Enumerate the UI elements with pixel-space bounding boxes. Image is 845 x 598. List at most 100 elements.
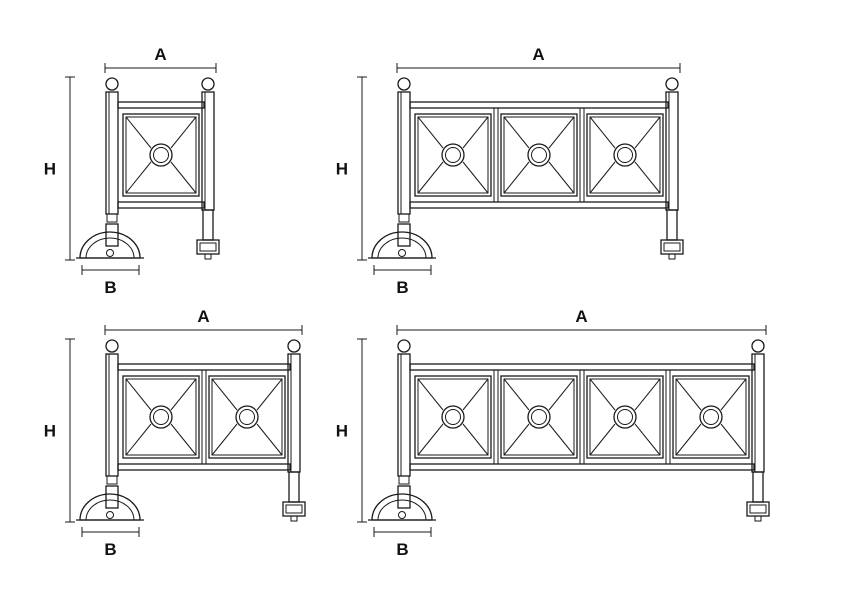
post-ball-finial — [287, 339, 301, 353]
post-shaft — [201, 91, 215, 211]
bottom-rail — [409, 463, 755, 471]
panel-ring-outer — [527, 143, 551, 167]
panel-diagonal — [589, 116, 616, 149]
panel-frame — [586, 113, 664, 197]
panel-diagonal — [170, 161, 197, 194]
panel-diagonal — [634, 423, 661, 456]
base-inner — [85, 499, 135, 521]
base-bolt — [106, 511, 114, 519]
top-rail — [117, 101, 205, 109]
panel-diagonal — [548, 378, 575, 411]
post-lower — [105, 485, 119, 509]
dimension-label-a: A — [154, 45, 166, 64]
panel-ring-inner — [445, 147, 461, 163]
panel-diagonal — [211, 423, 238, 456]
post-lower — [397, 485, 411, 509]
panel-ring-outer — [441, 405, 465, 429]
panel-frame — [500, 113, 578, 197]
socket-pin — [290, 515, 298, 522]
panel-inner-frame — [589, 116, 661, 194]
socket-pin — [204, 253, 212, 260]
panel-ring-inner — [445, 409, 461, 425]
fence-panel — [579, 369, 664, 465]
post-collar — [106, 213, 118, 223]
panel-diagonal — [256, 423, 283, 456]
panel-diagonal — [170, 423, 197, 456]
post-shaft — [287, 353, 301, 473]
panel-diagonal — [720, 423, 747, 456]
fence-panel — [414, 375, 492, 459]
panel-inner-frame — [417, 378, 489, 456]
fence-panel — [201, 369, 286, 465]
panel-diagonal — [462, 423, 489, 456]
panel-diagonal — [503, 161, 530, 194]
base-inner — [85, 237, 135, 259]
dimension-label-b: B — [396, 278, 408, 297]
fence-drawing-4-panels: AHB — [336, 307, 770, 559]
post-lower — [397, 223, 411, 247]
post-ball-finial — [665, 77, 679, 91]
socket-pin — [668, 253, 676, 260]
panel-ring-outer — [149, 143, 173, 167]
panel-diagonal — [125, 116, 152, 149]
panel-ring-outer — [613, 405, 637, 429]
post-shaft — [397, 353, 411, 477]
panel-inner-frame — [417, 116, 489, 194]
base-bolt — [398, 249, 406, 257]
base-outer — [79, 231, 141, 259]
panel-diagonal — [675, 378, 702, 411]
post-ball-finial — [751, 339, 765, 353]
panel-divider — [579, 107, 585, 203]
panel-frame — [122, 375, 200, 459]
panel-ring-inner — [617, 409, 633, 425]
panel-diagonal — [589, 423, 616, 456]
panel-divider — [493, 369, 499, 465]
panel-inner-frame — [125, 378, 197, 456]
post-lower — [105, 223, 119, 247]
fence-panel — [414, 113, 492, 197]
panel-diagonal — [548, 116, 575, 149]
right-post — [282, 339, 306, 522]
panel-ring-outer — [699, 405, 723, 429]
post-lower — [202, 209, 214, 241]
panel-diagonal — [503, 116, 530, 149]
panel-ring-inner — [239, 409, 255, 425]
base-outer — [371, 231, 433, 259]
dimension-label-a: A — [532, 45, 544, 64]
post-ball-finial — [105, 77, 119, 91]
panel-diagonal — [503, 378, 530, 411]
panel-frame — [414, 375, 492, 459]
panel-ring-outer — [441, 143, 465, 167]
fence-panel — [579, 107, 664, 203]
panel-diagonal — [417, 378, 444, 411]
dimension-label-a: A — [575, 307, 587, 326]
post-ball-finial — [201, 77, 215, 91]
panel-inner-frame — [503, 116, 575, 194]
panel-ring-inner — [153, 409, 169, 425]
base-bolt — [106, 249, 114, 257]
post-ball-finial — [105, 339, 119, 353]
panel-diagonal — [125, 161, 152, 194]
panel-inner-frame — [589, 378, 661, 456]
fence-panel — [122, 113, 200, 197]
post-shaft — [751, 353, 765, 473]
panel-inner-frame — [125, 116, 197, 194]
right-post — [660, 77, 684, 260]
panel-diagonal — [417, 161, 444, 194]
panel-diagonal — [125, 423, 152, 456]
panel-inner-frame — [675, 378, 747, 456]
panel-ring-inner — [153, 147, 169, 163]
fence-drawing-3-panels: AHB — [336, 45, 684, 297]
post-ball-finial — [397, 77, 411, 91]
panel-diagonal — [548, 161, 575, 194]
panel-ring-outer — [235, 405, 259, 429]
post-collar — [398, 213, 410, 223]
panel-diagonal — [462, 378, 489, 411]
panel-diagonal — [256, 378, 283, 411]
bottom-rail — [409, 201, 669, 209]
panel-ring-outer — [613, 143, 637, 167]
left-post — [76, 77, 144, 259]
post-shaft — [665, 91, 679, 211]
ground-socket-inner — [285, 504, 303, 514]
